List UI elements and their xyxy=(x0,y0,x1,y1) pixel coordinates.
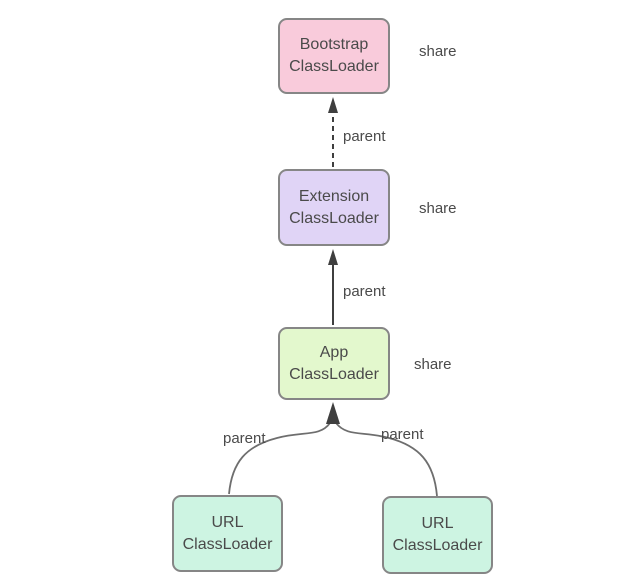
arrowhead-to-extension xyxy=(328,249,338,265)
node-bootstrap-classloader: Bootstrap ClassLoader xyxy=(278,18,390,94)
share-label-extension: share xyxy=(419,200,457,217)
node-extension-classloader: Extension ClassLoader xyxy=(278,169,390,246)
share-label-bootstrap: share xyxy=(419,43,457,60)
node-url-classloader-left: URL ClassLoader xyxy=(172,495,283,572)
parent-label-app-to-extension: parent xyxy=(343,283,386,300)
arrowhead-to-bootstrap xyxy=(328,97,338,113)
parent-label-url-right-to-app: parent xyxy=(381,426,424,443)
parent-label-url-left-to-app: parent xyxy=(223,430,266,447)
parent-label-extension-to-bootstrap: parent xyxy=(343,128,386,145)
node-url-classloader-right: URL ClassLoader xyxy=(382,496,493,574)
arrowhead-to-app xyxy=(326,402,340,424)
share-label-app: share xyxy=(414,356,452,373)
node-app-classloader: App ClassLoader xyxy=(278,327,390,400)
